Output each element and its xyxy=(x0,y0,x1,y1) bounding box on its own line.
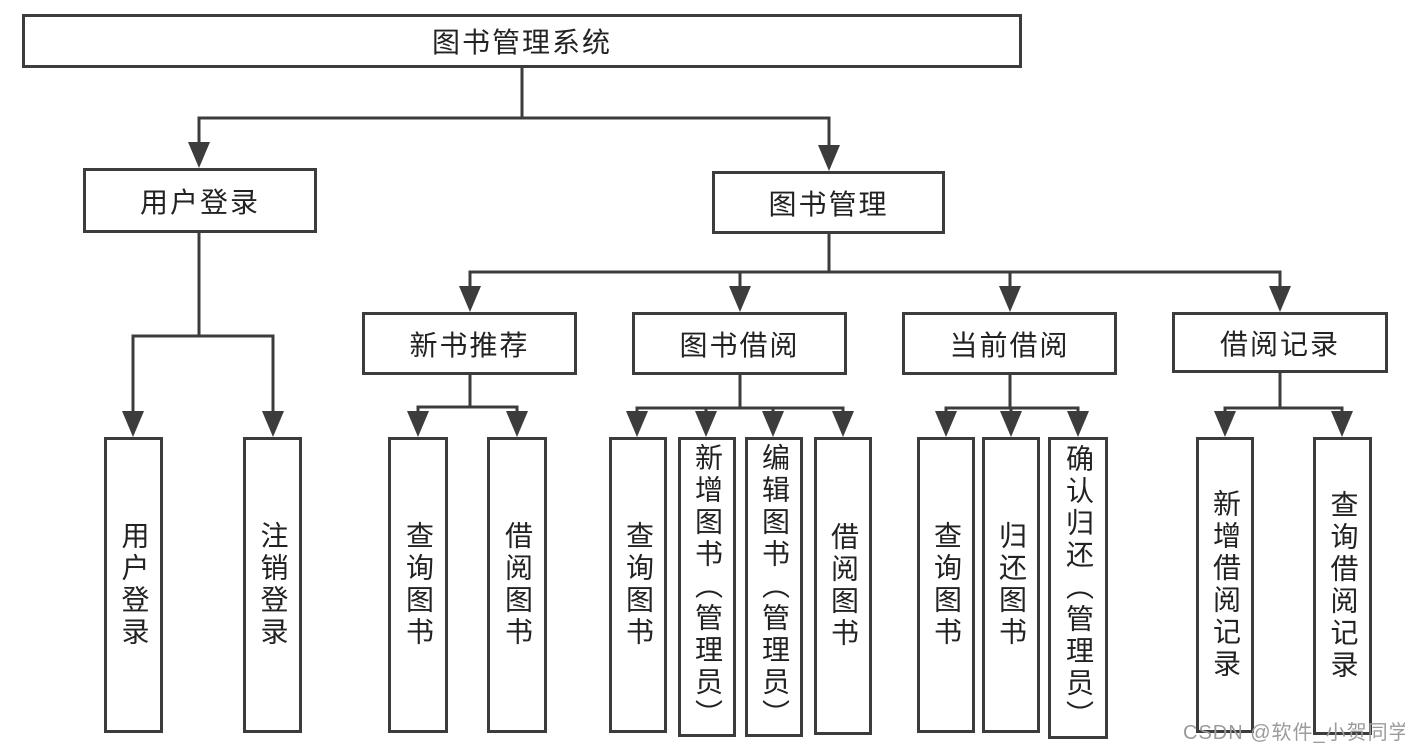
node-borrowing-records: 借阅记录 xyxy=(1172,312,1388,373)
arrowhead-icon xyxy=(935,411,957,437)
edge-currentborrow-to-leaves xyxy=(944,373,1080,417)
csdn-watermark: CSDN @软件_小贺同学 xyxy=(1183,722,1405,744)
leaf-return-book: 归还图书 xyxy=(982,437,1040,733)
arrowhead-icon xyxy=(1067,411,1089,437)
leaf-edit-book-admin: 编辑图书（管理员） xyxy=(745,437,803,737)
arrowhead-icon xyxy=(459,286,481,312)
arrowhead-icon xyxy=(262,411,284,437)
arrowhead-icon xyxy=(762,411,784,437)
arrowhead-icon xyxy=(695,411,717,437)
arrowhead-icon xyxy=(729,286,751,312)
leaf-borrow-books-recommend: 借阅图书 xyxy=(487,437,547,733)
arrowhead-icon xyxy=(1331,411,1353,437)
node-current-borrowing: 当前借阅 xyxy=(902,312,1117,375)
arrowhead-icon xyxy=(818,145,840,171)
tree-edges xyxy=(131,66,1344,417)
node-root-library-system: 图书管理系统 xyxy=(22,14,1022,68)
arrowhead-icon xyxy=(999,286,1021,312)
leaf-logout: 注销登录 xyxy=(243,437,302,733)
leaf-user-login: 用户登录 xyxy=(104,437,163,733)
edge-bookborrow-to-leaves xyxy=(635,373,845,417)
arrowhead-icon xyxy=(626,411,648,437)
edge-bookmgmt-to-level3 xyxy=(468,232,1282,292)
arrowhead-icon xyxy=(1214,411,1236,437)
edge-newbook-to-leaves xyxy=(416,373,519,417)
leaf-query-books-borrowing: 查询图书 xyxy=(609,437,667,733)
leaf-confirm-return-admin: 确认归还（管理员） xyxy=(1048,437,1108,739)
edge-records-to-leaves xyxy=(1223,371,1344,417)
node-user-login: 用户登录 xyxy=(83,168,317,233)
arrowhead-icon xyxy=(188,142,210,168)
node-book-management: 图书管理 xyxy=(712,171,945,234)
edge-root-to-level2 xyxy=(197,66,831,151)
leaf-query-books-recommend: 查询图书 xyxy=(388,437,448,733)
leaf-query-books-current: 查询图书 xyxy=(917,437,975,733)
edge-userlogin-to-leaves xyxy=(131,231,275,417)
arrowhead-icon xyxy=(407,411,429,437)
arrowhead-icon xyxy=(506,411,528,437)
leaf-borrow-books-borrowing: 借阅图书 xyxy=(814,437,872,735)
leaf-add-book-admin: 新增图书（管理员） xyxy=(678,437,736,737)
node-new-book-recommend: 新书推荐 xyxy=(362,312,577,375)
arrowhead-icon xyxy=(1269,286,1291,312)
node-book-borrowing: 图书借阅 xyxy=(632,312,847,375)
arrowhead-icon xyxy=(122,411,144,437)
arrowhead-icon xyxy=(1000,411,1022,437)
arrowheads xyxy=(122,142,1353,437)
leaf-add-borrow-record: 新增借阅记录 xyxy=(1196,437,1254,733)
leaf-query-borrow-record: 查询借阅记录 xyxy=(1313,437,1372,735)
arrowhead-icon xyxy=(832,411,854,437)
